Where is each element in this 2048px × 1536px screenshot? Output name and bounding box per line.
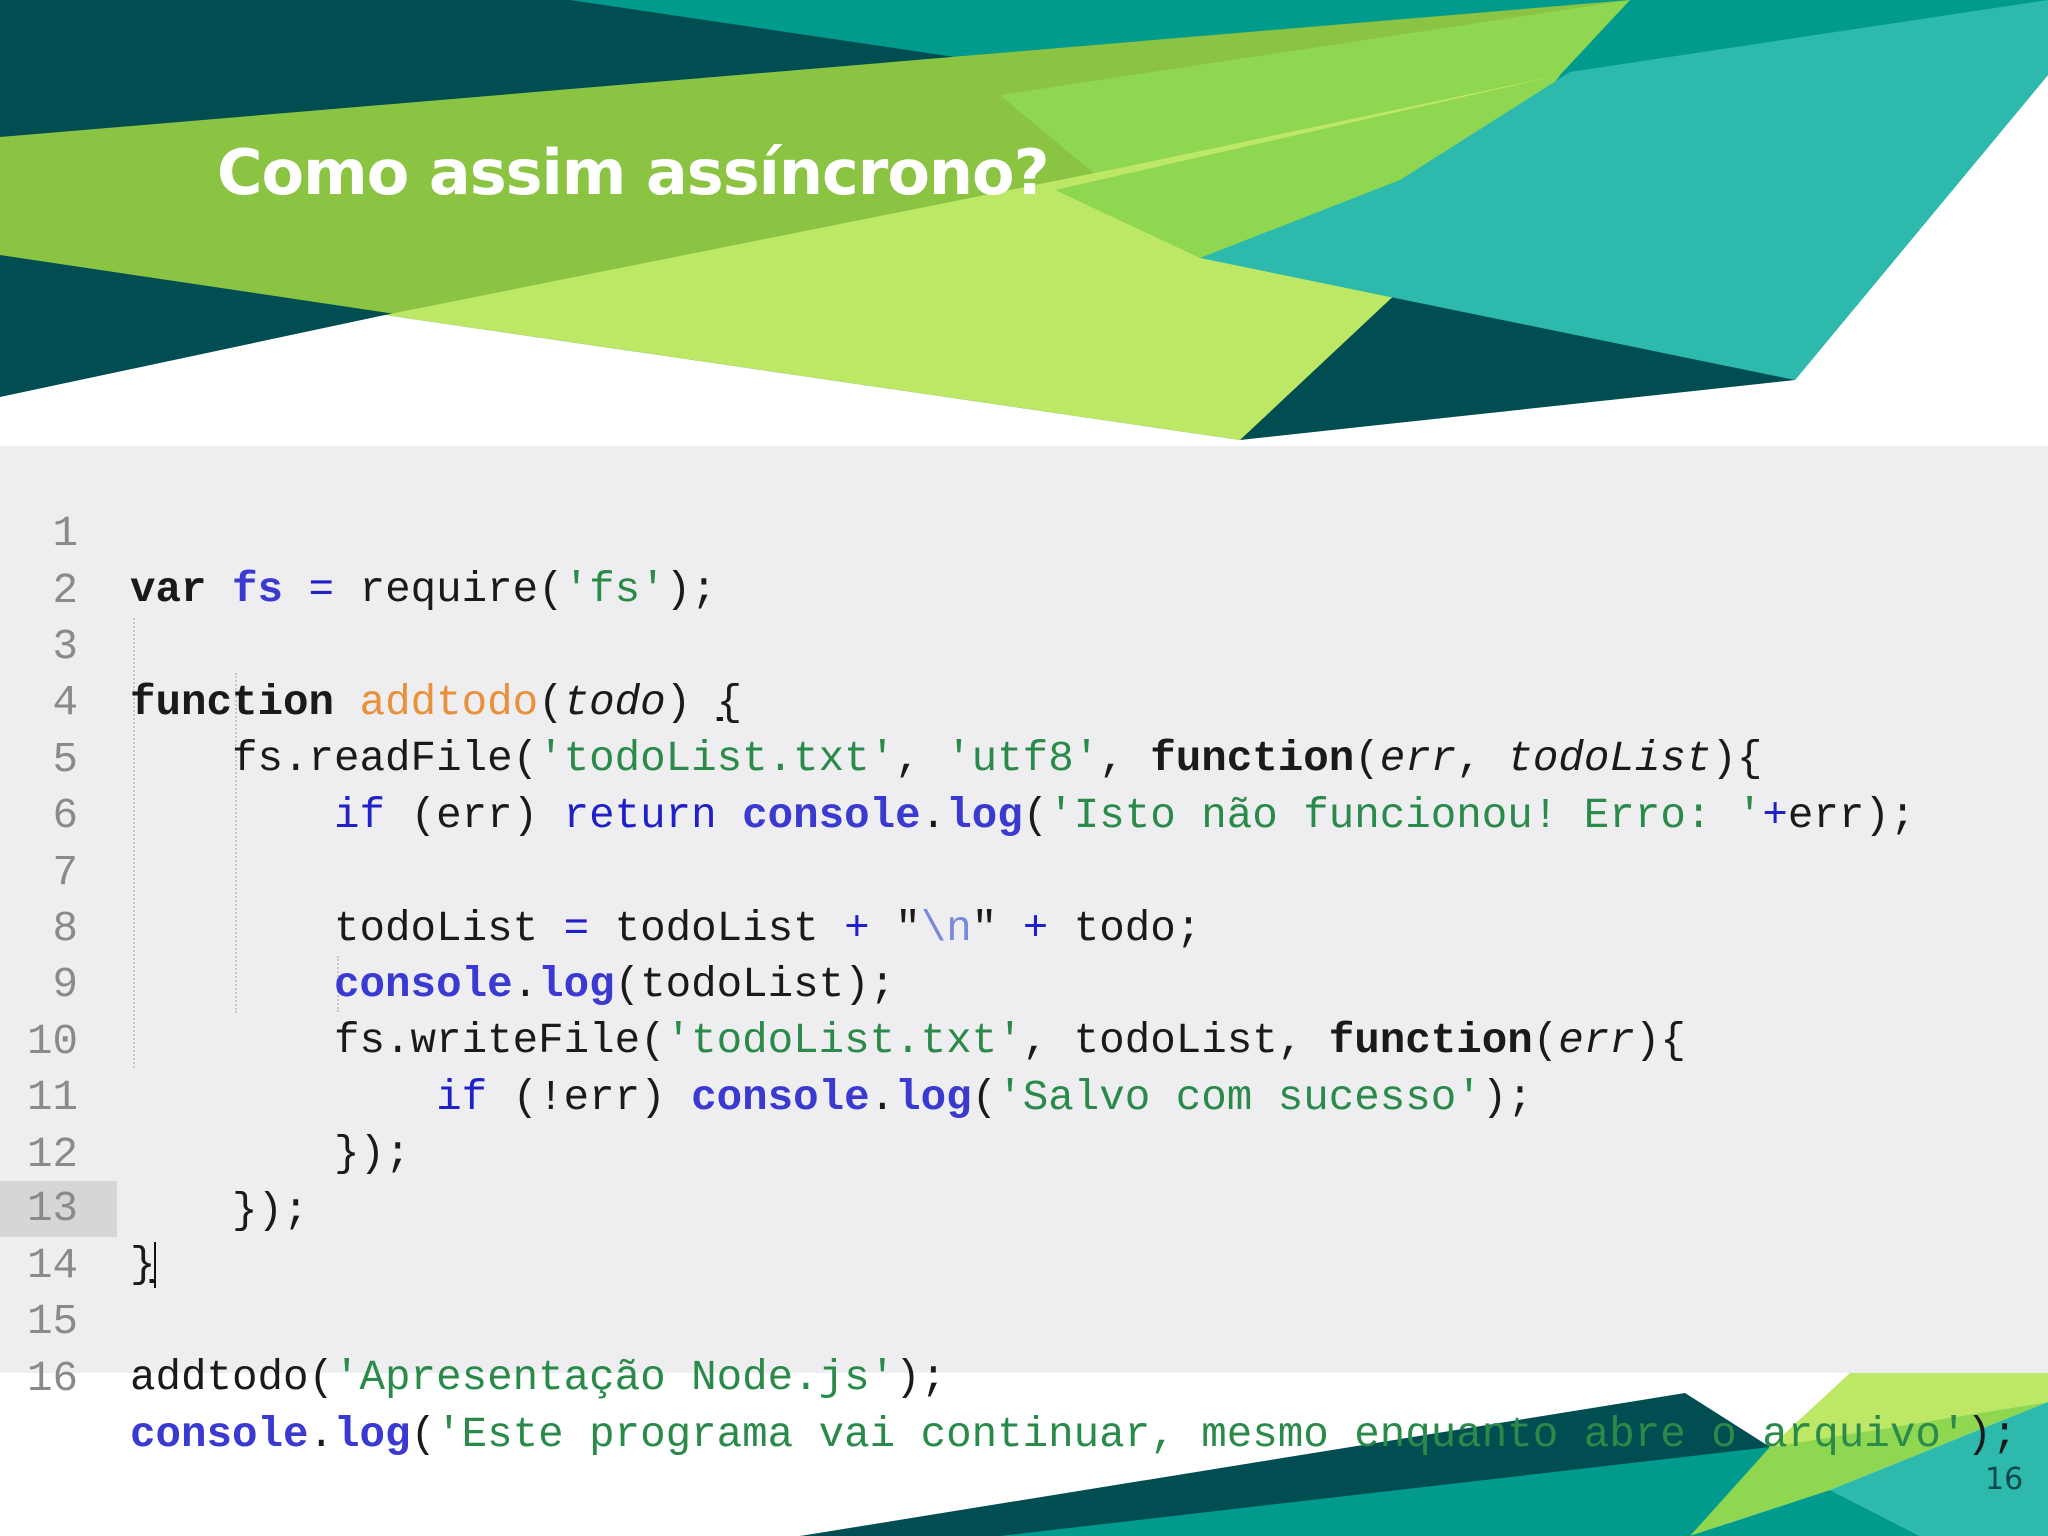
code-line-16: 16 console.log('Este programa vai contin… (0, 1295, 2048, 1459)
text-cursor (153, 1241, 156, 1288)
code-text: fs.writeFile('todoList.txt', todoList, f… (334, 1017, 1686, 1065)
code-text: if (err) return console.log('Isto não fu… (334, 792, 1916, 840)
code-line-8: 8 console.log(todoList); (0, 845, 2048, 1009)
code-text: var fs = require('fs'); (130, 566, 717, 614)
line-number: 7 (52, 849, 78, 897)
line-number: 15 (26, 1298, 78, 1346)
line-number: 10 (26, 1018, 78, 1066)
code-editor[interactable]: 1 var fs = require('fs'); 2 3 function a… (0, 446, 2048, 1459)
code-text: }); (130, 1130, 411, 1178)
line-number: 16 (26, 1355, 78, 1403)
line-number: 1 (52, 510, 78, 558)
code-text: console.log(todoList); (334, 961, 896, 1009)
code-text: function addtodo(todo) { (130, 679, 743, 727)
code-line-7: 7 todoList = todoList + "\n" + todo; (0, 789, 2048, 953)
bottom-teal-shape (1000, 1447, 1770, 1536)
line-number: 8 (52, 905, 78, 953)
line-number: 2 (52, 567, 78, 615)
code-text: todoList = todoList + "\n" + todo; (334, 905, 1202, 953)
code-line-5: 5 if (err) return console.log('Isto não … (0, 676, 2048, 840)
code-line-10: 10 if (!err) console.log('Salvo com suce… (0, 958, 2048, 1122)
indent-guide (337, 956, 339, 1012)
slide-title: Como assim assíncrono? (217, 136, 1050, 209)
indent-guide (235, 673, 237, 1013)
code-line-3: 3 function addtodo(todo) { (0, 563, 2048, 727)
code-line-2: 2 (0, 507, 2048, 615)
line-number: 4 (52, 679, 78, 727)
code-line-12: 12 }); (0, 1071, 2048, 1235)
code-text: fs.readFile('todoList.txt', 'utf8', func… (232, 735, 1763, 783)
line-number: 12 (26, 1131, 78, 1179)
white-below-top (0, 75, 2048, 446)
line-number: 11 (26, 1074, 78, 1122)
line-number: 14 (26, 1242, 78, 1290)
bottom-teal-right (1690, 1490, 1920, 1536)
code-line-13-active: 13 } (0, 1125, 2048, 1289)
code-line-15: 15 addtodo('Apresentação Node.js'); (0, 1238, 2048, 1402)
code-line-14: 14 (0, 1182, 2048, 1290)
line-number-active: 13 (0, 1181, 117, 1237)
code-text: }); (130, 1187, 309, 1235)
code-line-4: 4 fs.readFile('todoList.txt', 'utf8', fu… (0, 619, 2048, 783)
bottom-bright-green (1690, 1402, 2048, 1536)
light-teal-shape (1200, 0, 2048, 380)
code-line-9: 9 fs.writeFile('todoList.txt', todoList,… (0, 901, 2048, 1065)
line-number: 9 (52, 961, 78, 1009)
bottom-light-teal (1830, 1402, 2048, 1536)
code-line-11: 11 }); (0, 1014, 2048, 1178)
line-number: 6 (52, 792, 78, 840)
line-number: 3 (52, 623, 78, 671)
indent-guide (133, 618, 135, 1068)
code-text: addtodo('Apresentação Node.js'); (130, 1354, 947, 1402)
code-text: } (130, 1241, 156, 1289)
code-text: console.log('Este programa vai continuar… (130, 1411, 2018, 1459)
page-number: 16 (1985, 1462, 2024, 1497)
line-number: 5 (52, 736, 78, 784)
code-text: if (!err) console.log('Salvo com sucesso… (436, 1074, 1533, 1122)
bottom-light-green (1770, 1373, 2048, 1447)
code-line-1: 1 var fs = require('fs'); (0, 450, 2048, 614)
code-line-6: 6 (0, 732, 2048, 840)
